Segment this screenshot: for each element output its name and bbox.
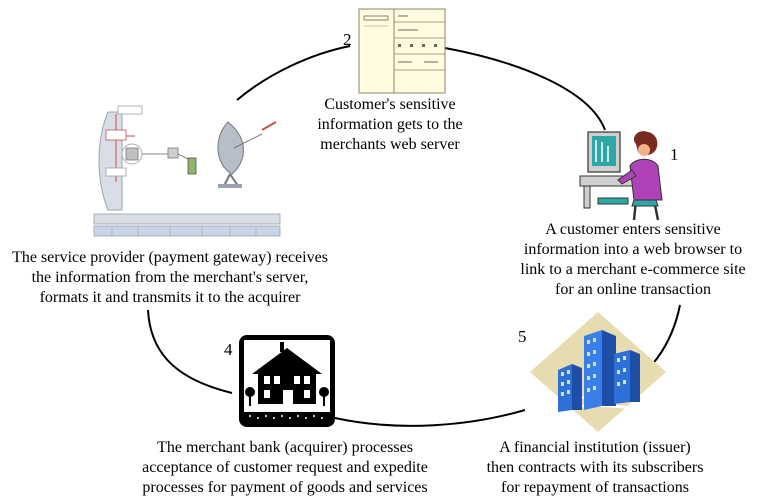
customer-at-computer-icon bbox=[579, 131, 663, 221]
step-5-caption: A financial institution (issuer) then co… bbox=[470, 438, 720, 498]
caption-line: The merchant bank (acquirer) processes bbox=[157, 439, 413, 456]
step-number-5: 5 bbox=[518, 327, 527, 346]
caption-line: for repayment of transactions bbox=[501, 479, 689, 496]
caption-line: merchants web server bbox=[320, 136, 460, 153]
arc-gateway-to-server bbox=[236, 45, 351, 101]
step-2-caption: Customer's sensitive information gets to… bbox=[290, 95, 490, 155]
caption-line: processes for payment of goods and servi… bbox=[142, 479, 428, 496]
merchant-bank-house-icon bbox=[239, 335, 335, 427]
gateway-caption: The service provider (payment gateway) r… bbox=[5, 248, 335, 308]
financial-institution-buildings-icon bbox=[530, 312, 666, 432]
caption-line: the information from the merchant's serv… bbox=[31, 269, 309, 286]
caption-line: The service provider (payment gateway) r… bbox=[12, 249, 328, 266]
caption-line: information gets to the bbox=[317, 116, 463, 133]
step-1-caption: A customer enters sensitive information … bbox=[513, 220, 753, 300]
caption-line: Customer's sensitive bbox=[324, 96, 456, 113]
caption-line: link to a merchant e-commerce site bbox=[520, 261, 746, 278]
caption-line: formats it and transmits it to the acqui… bbox=[39, 289, 301, 306]
step-number-1: 1 bbox=[670, 145, 679, 164]
caption-line: then contracts with its subscribers bbox=[486, 459, 704, 476]
web-server-form-icon bbox=[358, 8, 446, 94]
caption-line: acceptance of customer request and exped… bbox=[142, 459, 428, 476]
caption-line: A customer enters sensitive bbox=[545, 221, 721, 238]
arc-server-to-customer bbox=[444, 47, 606, 131]
step-number-2: 2 bbox=[343, 30, 352, 49]
step-number-4: 4 bbox=[224, 340, 233, 359]
arc-bank-to-institution bbox=[334, 409, 526, 427]
step-4-caption: The merchant bank (acquirer) processes a… bbox=[120, 438, 450, 498]
arc-gateway-to-bank bbox=[147, 309, 233, 394]
caption-line: information into a web browser to bbox=[523, 241, 743, 258]
payment-gateway-network-icon bbox=[93, 105, 281, 237]
caption-line: A financial institution (issuer) bbox=[499, 439, 691, 456]
caption-line: for an online transaction bbox=[555, 281, 711, 298]
